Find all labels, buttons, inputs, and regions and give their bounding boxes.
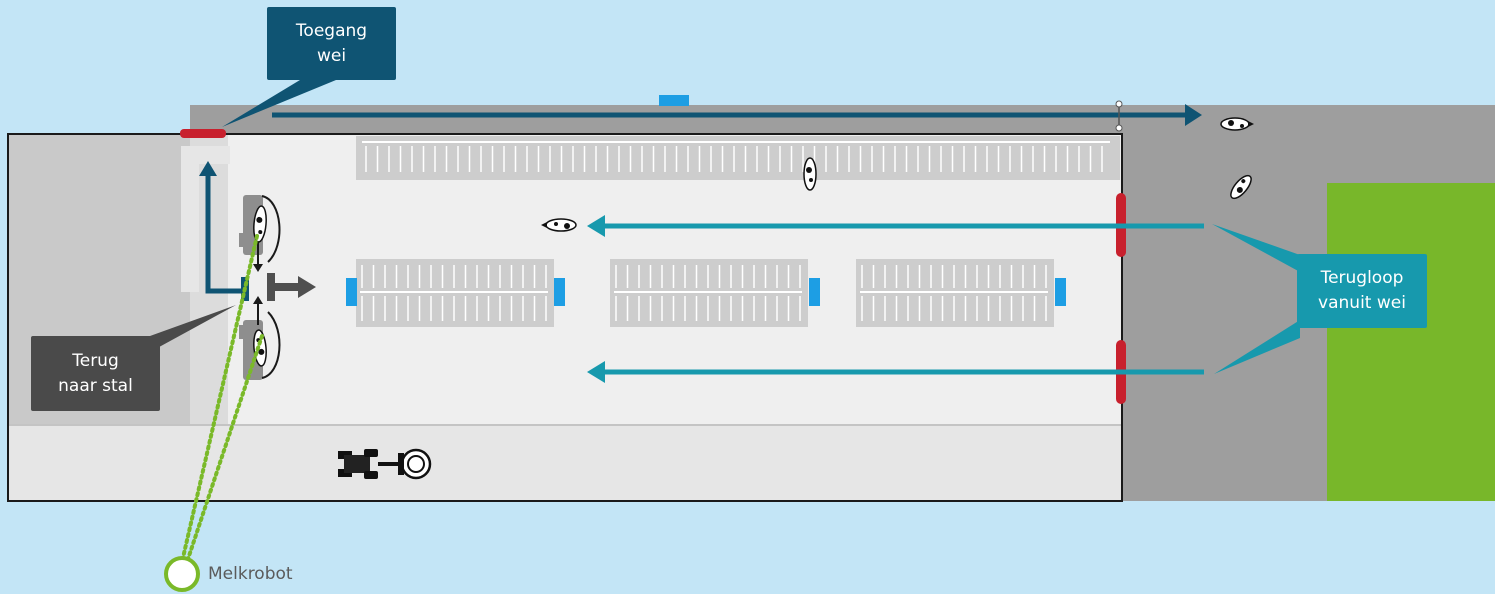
callout-terug-stal-line2: naar stal — [58, 375, 133, 396]
legend-melkrobot-label: Melkrobot — [208, 564, 293, 584]
callout-toegang-wei-line1: Toegang — [295, 20, 368, 41]
cow-icon — [1220, 117, 1254, 131]
melkrobot-legend-marker — [164, 556, 200, 592]
cow-icon — [803, 157, 817, 191]
gate-top-selector — [1115, 100, 1123, 132]
feeder-1 — [346, 278, 357, 306]
melkrobot-link — [185, 334, 264, 564]
cubicle-block-1 — [356, 259, 554, 327]
feeder-2 — [554, 278, 565, 306]
feed-pusher-icon — [338, 448, 432, 480]
pointer-terugloop-lower — [1214, 320, 1300, 374]
callout-toegang-wei: Toegang wei — [267, 7, 396, 80]
callout-terug-naar-stal: Terug naar stal — [31, 336, 160, 411]
cow-icon — [541, 218, 577, 232]
cow-icon — [253, 205, 267, 243]
cubicle-row-top — [356, 136, 1120, 180]
callout-terugloop-line2: vanuit wei — [1318, 293, 1406, 313]
arrow-return-upper — [587, 215, 1204, 237]
callout-terugloop-line1: Terugloop — [1320, 268, 1404, 288]
pointer-toegang-wei — [222, 80, 336, 127]
pointer-terugloop-upper — [1212, 224, 1300, 272]
feeder-4 — [1055, 278, 1066, 306]
feeder-3 — [809, 278, 820, 306]
callout-terugloop-wei: Terugloop vanuit wei — [1297, 254, 1427, 328]
callout-terug-stal-line1: Terug — [72, 350, 119, 371]
cubicle-block-3 — [856, 259, 1054, 327]
feeder-outside — [659, 95, 689, 106]
feed-alley — [9, 425, 1121, 500]
pasture — [1327, 183, 1495, 501]
selection-unit — [253, 240, 316, 325]
gate-pasture-access — [180, 129, 226, 138]
cubicle-block-2 — [610, 259, 808, 327]
pointer-terug-stal — [150, 305, 236, 352]
callout-toegang-wei-line2: wei — [316, 45, 347, 66]
arrow-return-lower — [587, 361, 1204, 383]
arrow-to-pasture — [272, 104, 1202, 126]
cow-icon — [1230, 174, 1252, 200]
melkrobot-link — [180, 234, 259, 564]
